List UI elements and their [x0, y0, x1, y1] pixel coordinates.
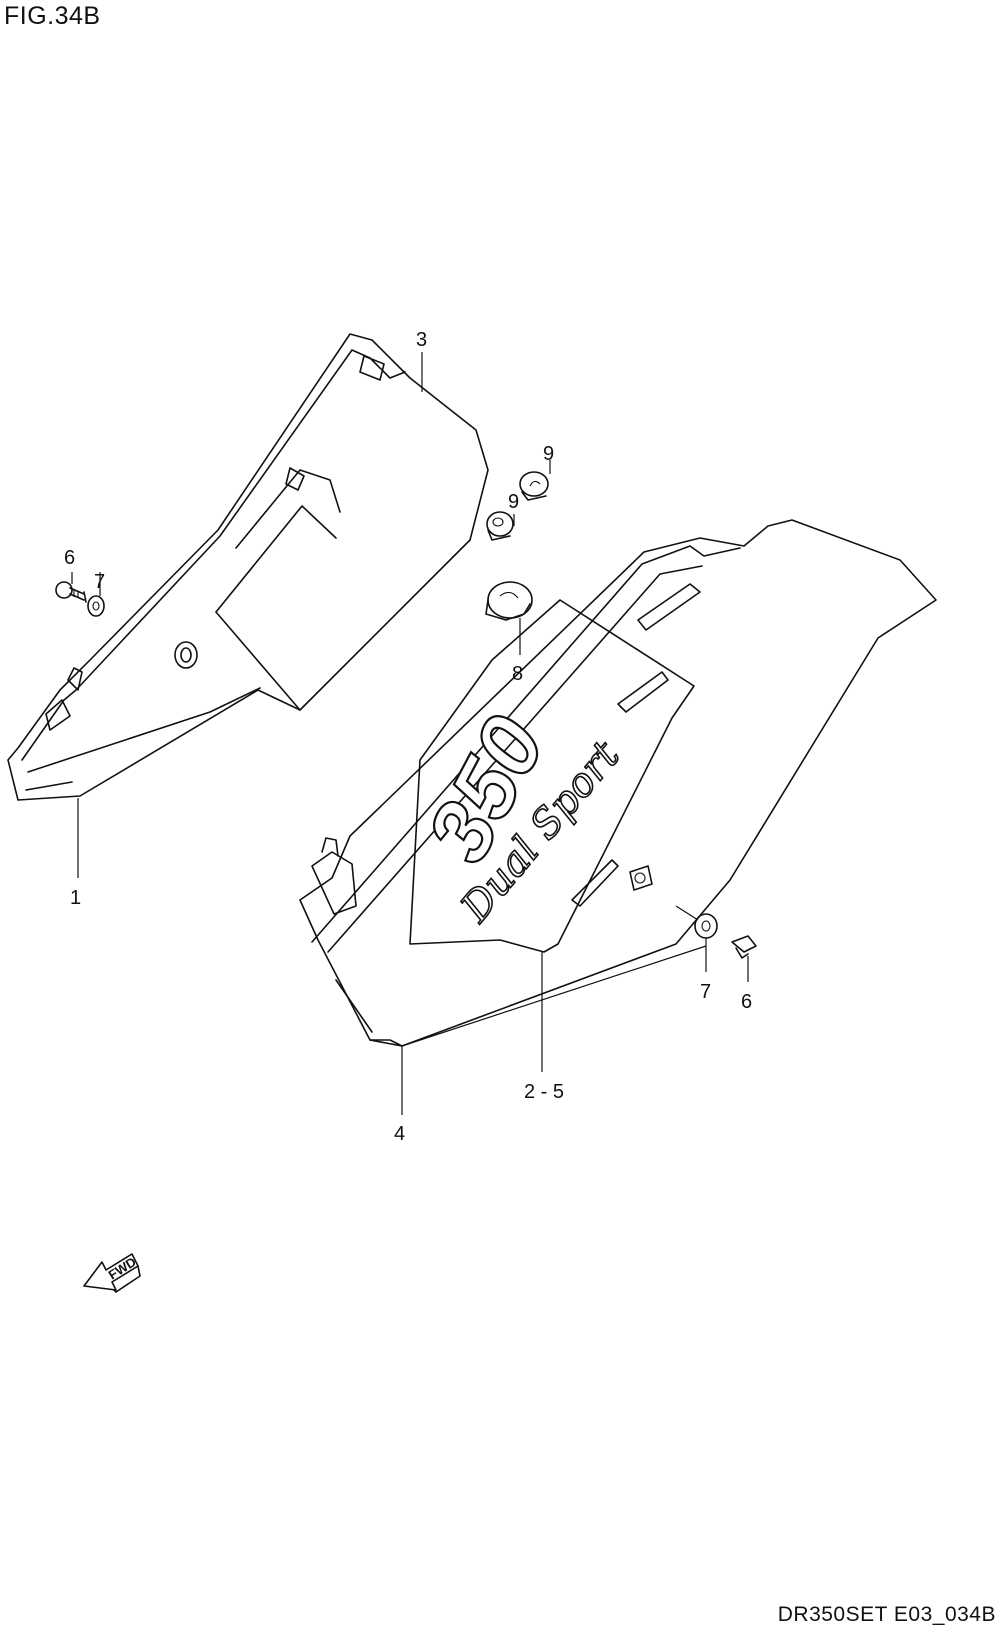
washer-right: [694, 913, 718, 939]
document-code: DR350SET E03_034B: [777, 1603, 996, 1626]
callout-6-right: 6: [741, 991, 752, 1013]
left-side-cover: [7, 333, 489, 801]
callout-4: 4: [394, 1123, 405, 1145]
callout-6-left: 6: [64, 547, 75, 569]
figure-title: FIG.34B: [4, 2, 101, 30]
callout-3: 3: [416, 329, 427, 351]
washer-left: [87, 595, 105, 617]
callout-9-lower: 9: [508, 491, 519, 513]
forward-direction-arrow: FWD: [83, 1253, 141, 1293]
right-side-cover: [299, 519, 937, 1047]
callout-7-left: 7: [94, 571, 105, 593]
leader-lines: [71, 352, 749, 1115]
cushion-8: [485, 581, 533, 621]
callout-2-5: 2 - 5: [524, 1081, 564, 1103]
callout-8: 8: [512, 663, 523, 685]
grommet-upper: [519, 471, 549, 501]
emblem-350-dual-sport: 350 Dual Sport: [406, 599, 695, 953]
callout-1: 1: [70, 887, 81, 909]
bolt-left: [55, 581, 87, 603]
callout-labels: 6 7 3 9 9 8 1 4 2 - 5 7 6: [64, 329, 752, 1145]
callout-9-top: 9: [543, 443, 554, 465]
bolt-right: [731, 935, 757, 959]
washer-right-tab: [629, 865, 653, 891]
grommet-middle: [486, 511, 514, 541]
callout-7-right: 7: [700, 981, 711, 1003]
